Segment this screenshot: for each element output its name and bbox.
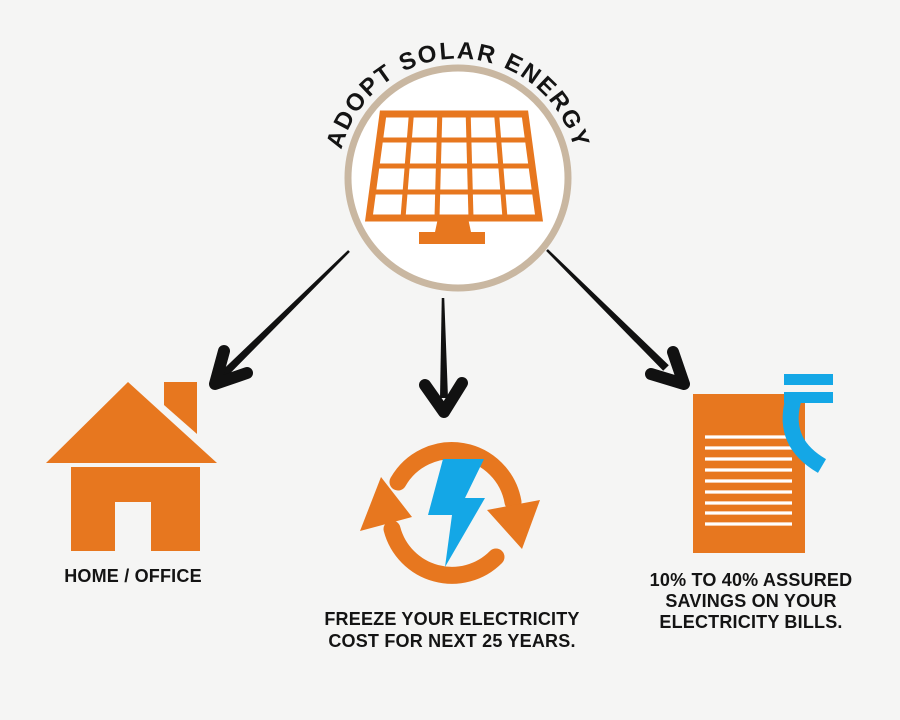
house-roof xyxy=(46,382,217,463)
energy-cycle-icon xyxy=(360,442,540,584)
home-office-label-line: HOME / OFFICE xyxy=(64,566,202,586)
house-icon xyxy=(46,382,217,551)
savings-label-line3: ELECTRICITY BILLS. xyxy=(659,612,843,632)
freeze-cost-label-line2: COST FOR NEXT 25 YEARS. xyxy=(328,631,576,651)
cycle-arrowhead-up xyxy=(360,477,412,531)
rupee-icon xyxy=(782,374,833,473)
savings-label-line1: 10% TO 40% ASSURED xyxy=(649,570,853,590)
home-office-label: HOME / OFFICE xyxy=(23,566,243,587)
panel-stand xyxy=(419,218,485,244)
freeze-cost-label: FREEZE YOUR ELECTRICITY COST FOR NEXT 25… xyxy=(292,608,612,652)
bill-rupee-icon xyxy=(693,374,833,553)
arrow-to-savings-icon xyxy=(546,249,690,390)
arrow-to-freeze-icon xyxy=(419,298,468,418)
arrow-to-home-icon xyxy=(209,250,350,390)
lightning-bolt-icon xyxy=(428,459,485,567)
house-body xyxy=(71,467,200,551)
bill-text-lines xyxy=(705,435,792,526)
savings-label-line2: SAVINGS ON YOUR xyxy=(665,591,837,611)
house-chimney xyxy=(164,382,197,434)
freeze-cost-label-line1: FREEZE YOUR ELECTRICITY xyxy=(324,609,580,629)
savings-label: 10% TO 40% ASSURED SAVINGS ON YOUR ELECT… xyxy=(631,570,871,633)
solar-panel-icon xyxy=(364,110,544,244)
cycle-arrowhead-down xyxy=(487,500,540,549)
